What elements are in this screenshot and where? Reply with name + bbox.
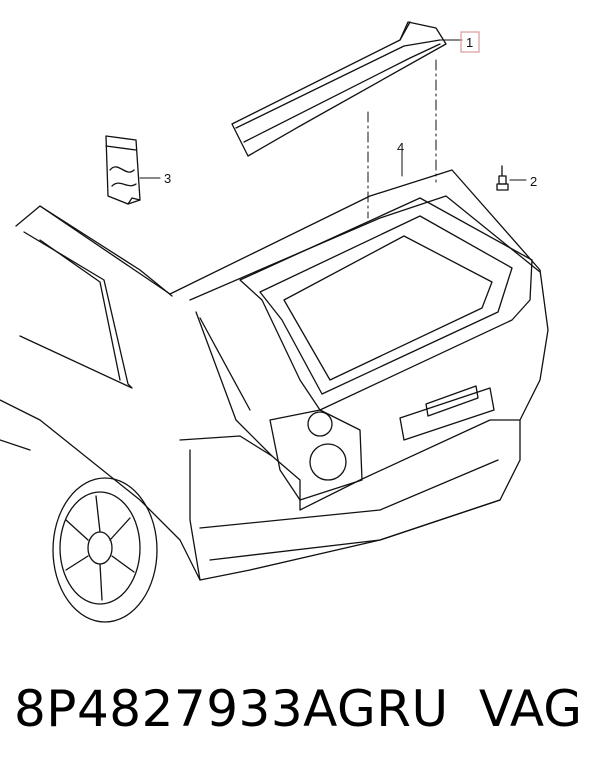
highlight-box [460, 31, 480, 53]
callout-2: 2 [530, 174, 537, 189]
footer: 8P4827933AGRU VAG [0, 672, 600, 762]
callout-3: 3 [164, 171, 171, 186]
callout-4: 4 [397, 140, 404, 155]
rear-spoiler [231, 21, 447, 157]
callout-leaders [139, 39, 527, 181]
brand-label: VAG [478, 680, 582, 738]
part-number: 8P4827933AGRU [14, 680, 449, 738]
rear-wheel [52, 477, 158, 623]
car-body [0, 169, 549, 581]
mounting-bracket [105, 135, 141, 205]
screw [496, 165, 509, 191]
parts-diagram: 1 2 3 4 [0, 21, 549, 623]
assembly-guide-lines [367, 59, 437, 219]
callout-1: 1 [466, 35, 473, 50]
